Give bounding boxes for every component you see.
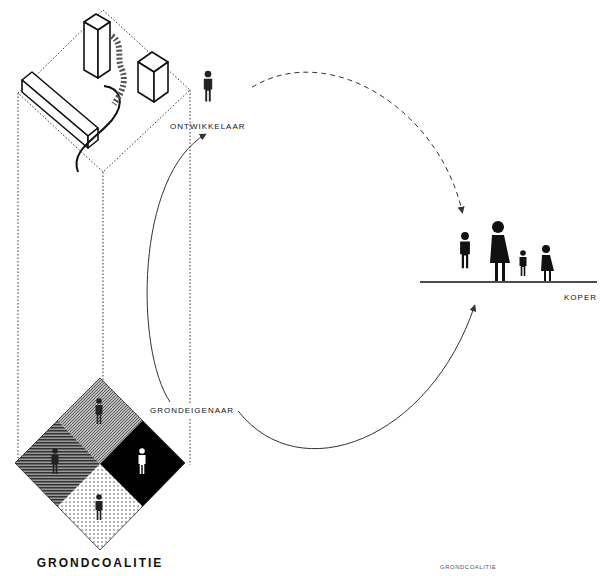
trees bbox=[112, 36, 124, 104]
node-label: ONTWIKKELAAR bbox=[170, 122, 246, 132]
projection-lines bbox=[18, 10, 190, 465]
flow-arrow bbox=[147, 134, 206, 402]
flow-arrow bbox=[238, 305, 475, 449]
road bbox=[76, 86, 119, 172]
buyer-node: KOPER bbox=[420, 215, 597, 303]
family-figures bbox=[420, 215, 597, 295]
node-label: GRONDCOALITIE bbox=[37, 556, 164, 570]
node-label: GRONDEIGENAAR bbox=[150, 406, 234, 416]
buildings bbox=[22, 14, 168, 148]
node-label: KOPER bbox=[564, 293, 597, 303]
flow-arrow bbox=[252, 72, 462, 213]
developer-node: ONTWIKKELAAR bbox=[170, 68, 250, 132]
coalition-diamond bbox=[12, 376, 188, 554]
caption: GRONDCOALITIE bbox=[440, 563, 496, 571]
coalition-node: GRONDCOALITIE bbox=[12, 376, 188, 570]
developer-figure bbox=[170, 68, 230, 108]
landowner-node: GRONDEIGENAAR bbox=[148, 404, 236, 418]
